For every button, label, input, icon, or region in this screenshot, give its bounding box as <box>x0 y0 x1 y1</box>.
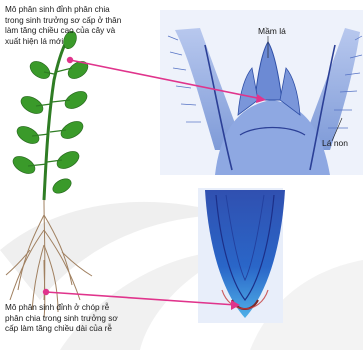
young-leaf-label: Lá non <box>322 138 348 148</box>
root-apex-caption: Mô phân sinh đỉnh ở chóp rễ phân chia tr… <box>5 303 155 335</box>
leaf-bud-label: Mầm lá <box>258 26 286 36</box>
shoot-apex-caption: Mô phân sinh đỉnh phân chia trong sinh t… <box>5 5 155 47</box>
